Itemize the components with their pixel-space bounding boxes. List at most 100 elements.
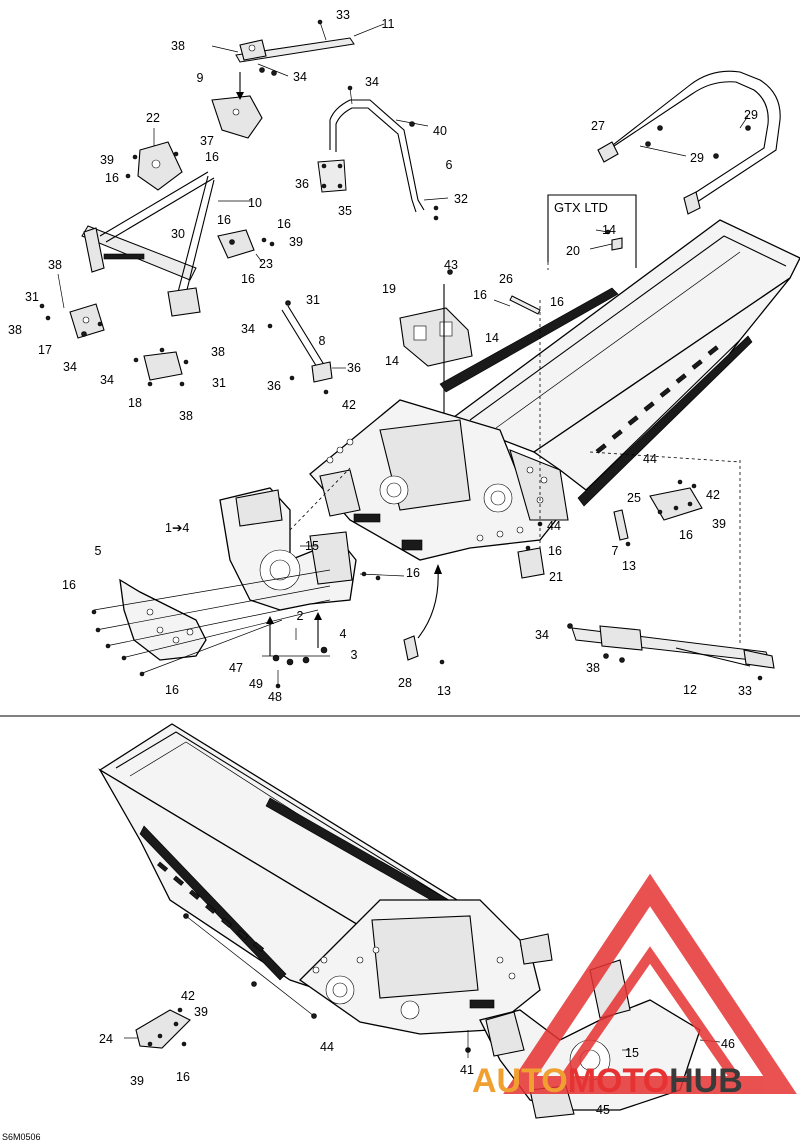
watermark-part1: AUTO	[472, 1062, 568, 1100]
callout-13: 13	[622, 559, 636, 573]
callout-29: 29	[690, 151, 704, 165]
callout-33: 33	[336, 8, 350, 22]
callout-15: 15	[625, 1046, 639, 1060]
callout-16: 16	[241, 272, 255, 286]
callout-16: 16	[473, 288, 487, 302]
callout-37: 37	[200, 134, 214, 148]
callout-38: 38	[179, 409, 193, 423]
callout-44: 44	[643, 452, 657, 466]
callout-16: 16	[550, 295, 564, 309]
callout-36: 36	[267, 379, 281, 393]
callout-28: 28	[398, 676, 412, 690]
callout-6: 6	[446, 158, 453, 172]
part-6-loop-bracket	[317, 85, 449, 221]
part-12-rear-rail	[567, 460, 775, 681]
callout-43: 43	[444, 258, 458, 272]
callout-41: 41	[460, 1063, 474, 1077]
callout-18: 18	[128, 396, 142, 410]
watermark-part2: MOTO	[568, 1062, 669, 1100]
callout-23: 23	[259, 257, 273, 271]
callout-17: 17	[38, 343, 52, 357]
tunnel-slots	[595, 345, 719, 454]
part-23-bracket	[217, 229, 275, 263]
callout-14: 14	[602, 223, 616, 237]
callout-31: 31	[306, 293, 320, 307]
gtx-ltd-variant-box	[547, 194, 637, 270]
callout-49: 49	[249, 677, 263, 691]
callout-16: 16	[205, 150, 219, 164]
callout-19: 19	[382, 282, 396, 296]
callout-34: 34	[241, 322, 255, 336]
callout-46: 46	[721, 1037, 735, 1051]
callout-14: 14	[385, 354, 399, 368]
part-18-bracket	[133, 347, 189, 387]
callout-38: 38	[48, 258, 62, 272]
callout-9: 9	[197, 71, 204, 85]
part-24-bracket	[124, 1007, 191, 1049]
callout-34: 34	[293, 70, 307, 84]
bottom-tunnel-slots	[157, 861, 265, 952]
part-26-small-rail	[493, 295, 541, 315]
watermark-part3: HUB	[669, 1062, 743, 1100]
callout-16: 16	[105, 171, 119, 185]
callout-44: 44	[547, 519, 561, 533]
callout-16: 16	[679, 528, 693, 542]
callout-40: 40	[433, 124, 447, 138]
callout-14: 14	[485, 331, 499, 345]
callout-30: 30	[171, 227, 185, 241]
callout-16: 16	[277, 217, 291, 231]
callout-26: 26	[499, 272, 513, 286]
callout-16: 16	[176, 1070, 190, 1084]
callout-31: 31	[25, 290, 39, 304]
part-9-bracket	[211, 72, 263, 139]
callout-16: 16	[406, 566, 420, 580]
callout-36: 36	[347, 361, 361, 375]
callout-5: 5	[95, 544, 102, 558]
part-11-upper-bar	[211, 19, 385, 77]
callout-38: 38	[211, 345, 225, 359]
callout-36: 36	[295, 177, 309, 191]
callout-21: 21	[549, 570, 563, 584]
callout-34: 34	[535, 628, 549, 642]
main-chassis-bottom	[98, 723, 541, 1058]
callout-13: 13	[437, 684, 451, 698]
part-17-bracket	[39, 273, 105, 339]
callout-10: 10	[248, 196, 262, 210]
callout-45: 45	[596, 1103, 610, 1117]
watermark-text: AUTOMOTOHUB	[472, 1062, 743, 1100]
callout-16: 16	[62, 578, 76, 592]
callout-8: 8	[319, 334, 326, 348]
callout-34: 34	[63, 360, 77, 374]
callout-34: 34	[365, 75, 379, 89]
part-8-strut	[267, 300, 346, 395]
part-22-mount	[125, 128, 183, 191]
callout-32: 32	[454, 192, 468, 206]
callout-27: 27	[591, 119, 605, 133]
figure-code: S6M0506	[2, 1132, 41, 1142]
watermark-logo	[503, 873, 797, 1094]
callout-16: 16	[217, 213, 231, 227]
callout-33: 33	[738, 684, 752, 698]
callout-39: 39	[194, 1005, 208, 1019]
part-5-side-plate	[91, 569, 405, 677]
callout-7: 7	[612, 544, 619, 558]
part-10-cross-frame	[81, 171, 252, 317]
callout-38: 38	[586, 661, 600, 675]
callout-16: 16	[548, 544, 562, 558]
callout-4: 4	[340, 627, 347, 641]
part-25-bracket	[589, 451, 741, 521]
callout-42: 42	[706, 488, 720, 502]
variant-box-label: GTX LTD	[554, 200, 608, 215]
callout-3: 3	[351, 648, 358, 662]
callout-20: 20	[566, 244, 580, 258]
callout-16: 16	[165, 683, 179, 697]
fastener-stack	[262, 612, 330, 689]
callout-39: 39	[712, 517, 726, 531]
callout-39: 39	[289, 235, 303, 249]
callout-42: 42	[181, 989, 195, 1003]
callout-38: 38	[171, 39, 185, 53]
part-28-pin	[403, 564, 445, 665]
reference-label: 1➔4	[165, 521, 189, 535]
